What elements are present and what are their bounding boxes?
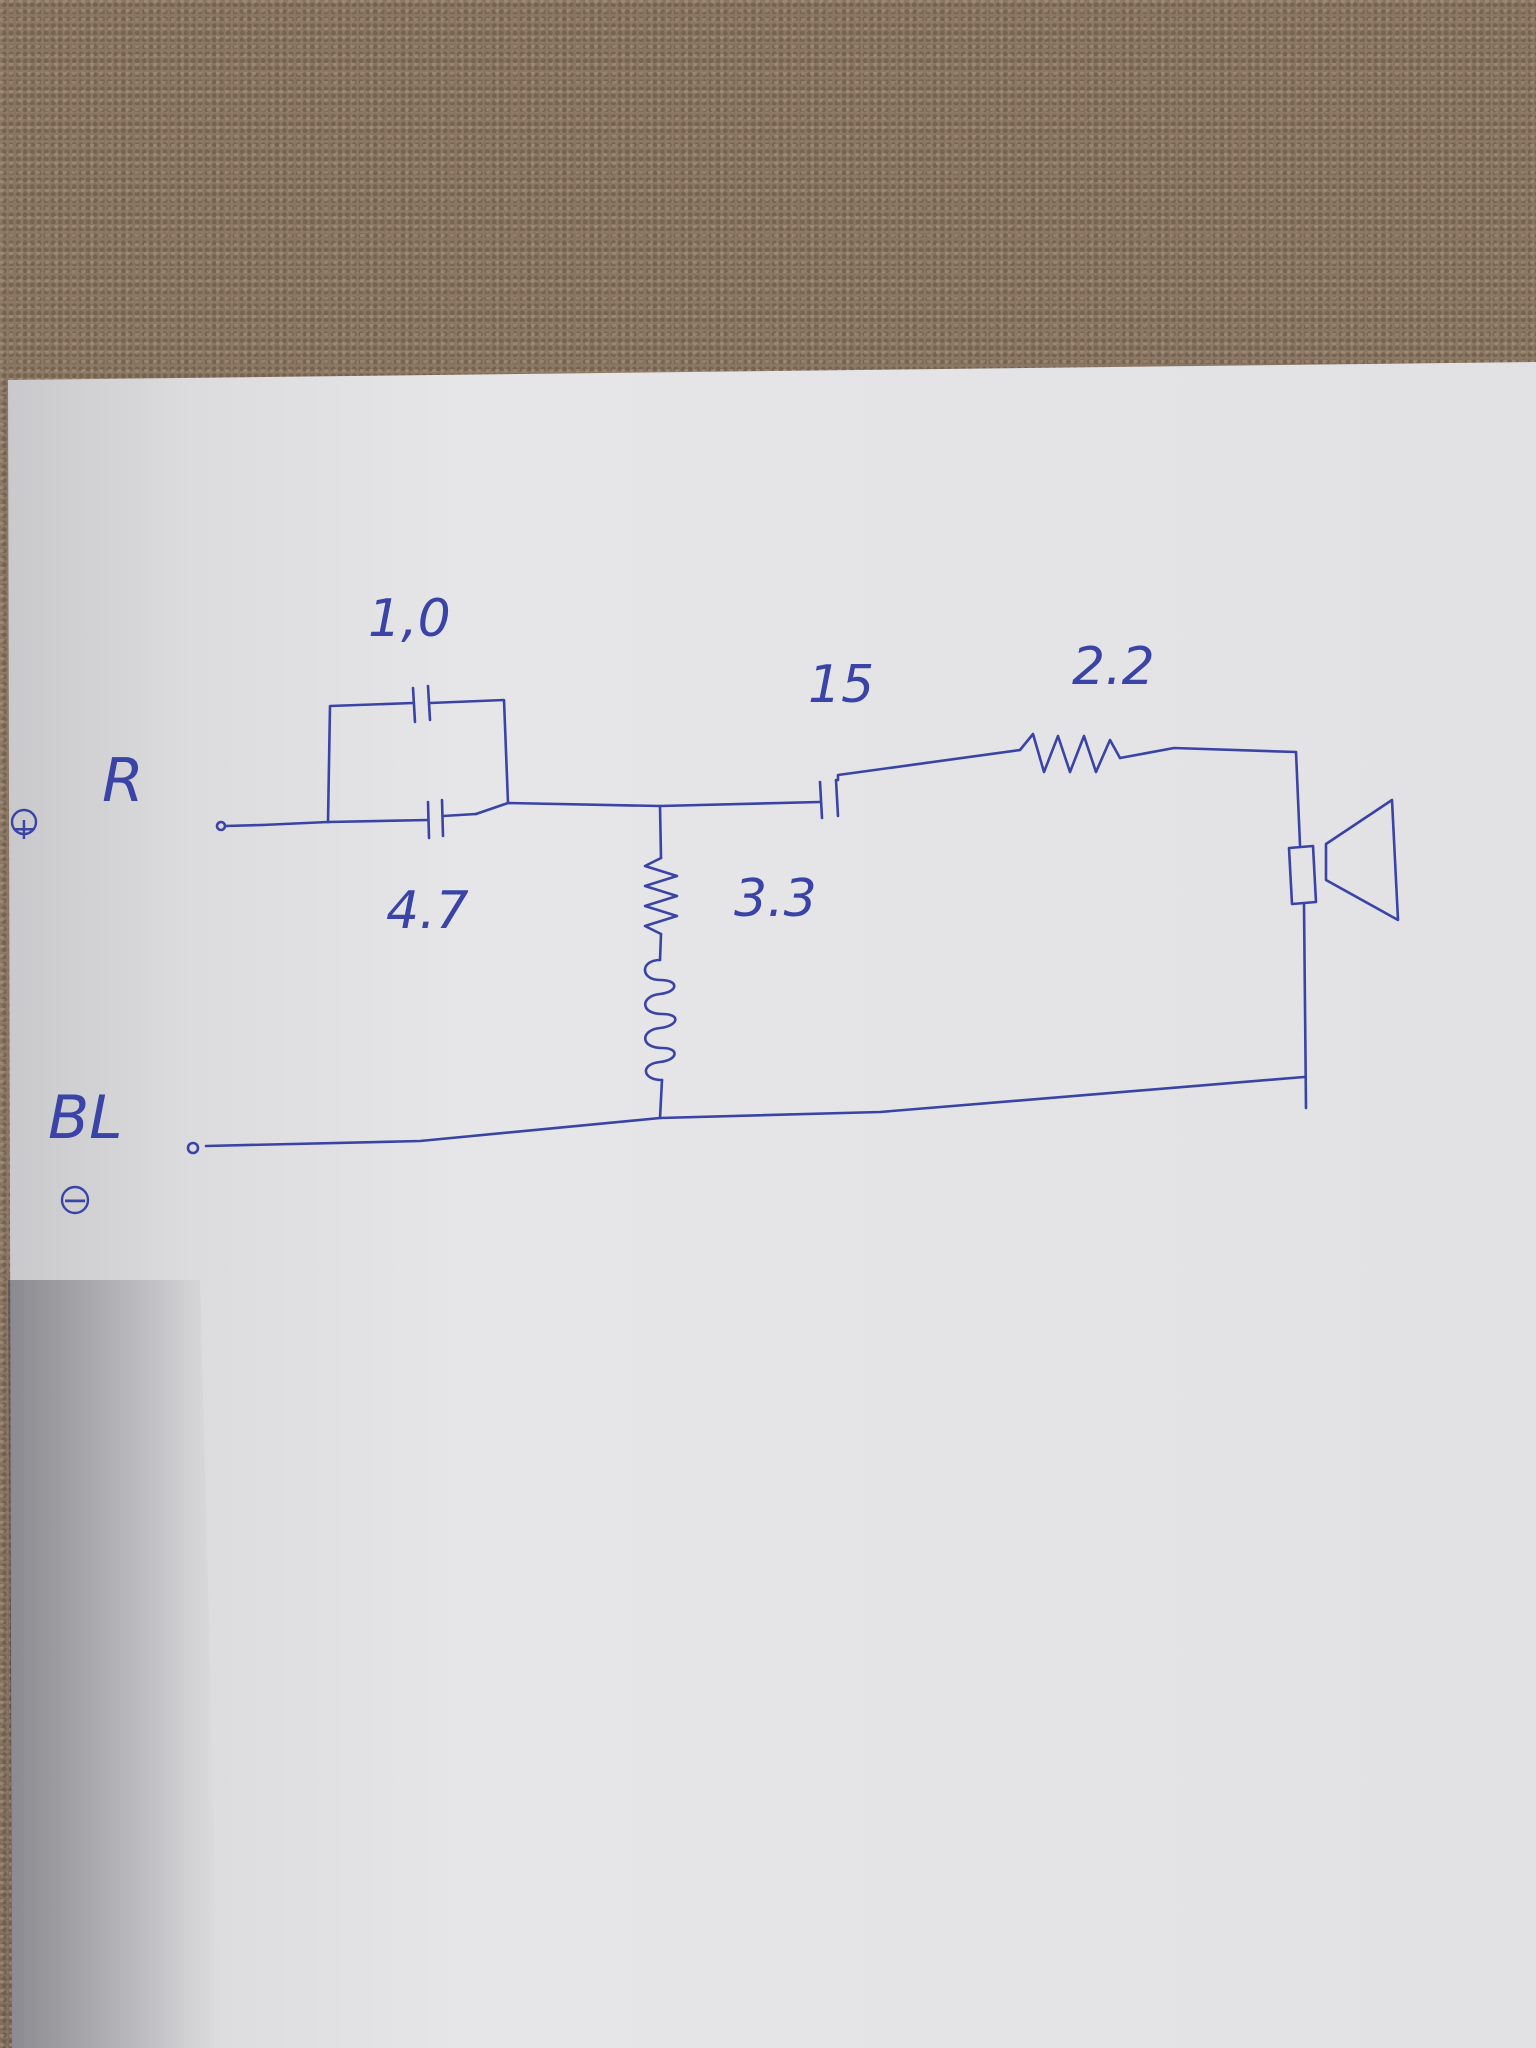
series-cap-value: 15 <box>808 655 874 715</box>
negative-sign: − <box>62 1181 89 1219</box>
circuit-labels: + R BL − 1,0 4.7 3.3 15 2.2 <box>11 589 1154 1219</box>
parallel-capacitor-pair <box>260 684 510 840</box>
circuit-drawing <box>10 684 1400 1215</box>
capacitor-bottom-plate-right <box>440 798 445 838</box>
capacitor-bottom-plate-left <box>426 800 431 840</box>
negative-terminal <box>60 1185 90 1215</box>
capacitor-plate-right <box>834 778 840 818</box>
capacitor-top-plate-left <box>411 686 417 724</box>
main-wire <box>474 800 822 816</box>
speaker-magnet <box>1287 844 1318 906</box>
coil <box>643 958 677 1082</box>
shunt-resistor-value: 3.3 <box>734 869 817 929</box>
shunt-branch <box>643 804 679 1120</box>
ground-wire <box>204 1075 1306 1148</box>
positive-terminal <box>10 808 264 836</box>
input-terminal-r-label: R <box>102 746 144 816</box>
resistor-zigzag <box>1018 732 1122 774</box>
series-resistor-value: 2.2 <box>1072 637 1155 697</box>
cap-bottom-value: 4.7 <box>386 881 469 941</box>
resistor-zigzag <box>643 856 679 936</box>
capacitor-plate-left <box>818 780 824 820</box>
terminal-dot <box>186 1141 200 1155</box>
input-terminal-bl-label: BL <box>48 1083 123 1153</box>
cap-top-value: 1,0 <box>368 589 451 649</box>
series-capacitor <box>818 748 1022 820</box>
speaker-icon <box>1287 750 1400 1110</box>
paper-surface <box>8 362 1536 2048</box>
hand-shadow <box>8 1280 220 2048</box>
positive-sign: + <box>11 812 36 847</box>
speaker-cone <box>1324 798 1400 922</box>
series-resistor <box>1018 732 1298 774</box>
